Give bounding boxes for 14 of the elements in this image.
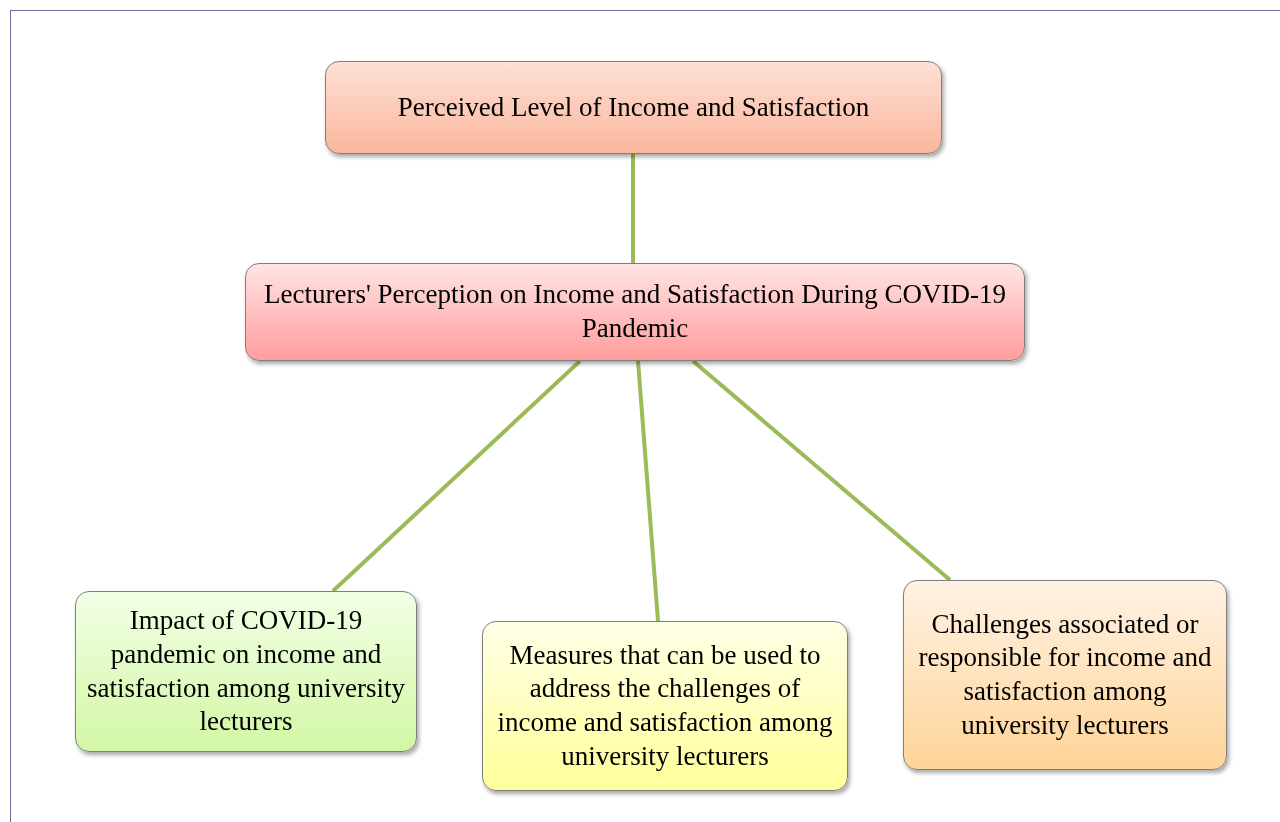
- box-text: Measures that can be used to address the challenges of income and satisfaction among university lecturers: [496, 638, 834, 773]
- box-text: Lecturers' Perception on Income and Satisfaction During COVID-19 Pandemic: [263, 278, 1007, 345]
- topic-box: [245, 263, 1025, 361]
- box-text: Impact of COVID-19 pandemic on income and satisfaction among university lecturers: [86, 604, 406, 739]
- connector-line: [691, 359, 952, 582]
- box-text: Challenges associated or responsible for income and satisfaction among university lecturers: [917, 607, 1213, 742]
- connector-line: [331, 359, 582, 593]
- topic-box: [482, 621, 848, 791]
- connector-line: [636, 360, 660, 622]
- topic-box: [903, 580, 1227, 770]
- topic-box: [325, 61, 942, 154]
- box-text: Perceived Level of Income and Satisfaction: [397, 90, 870, 124]
- connector-line: [631, 154, 635, 263]
- topic-box: [75, 591, 417, 752]
